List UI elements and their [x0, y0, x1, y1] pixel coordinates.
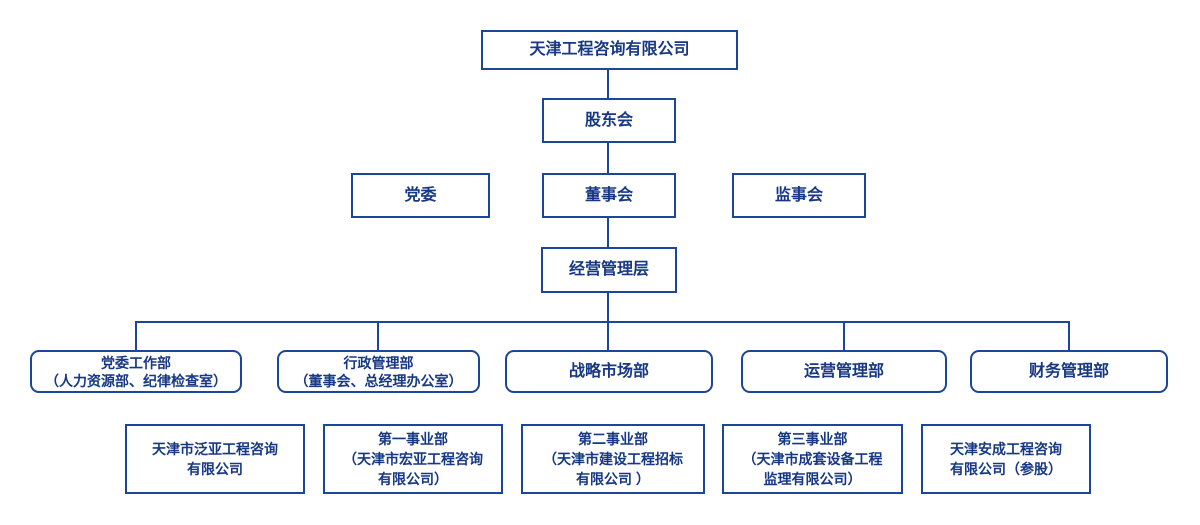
- org-node-supervisory-label: 监事会: [774, 186, 823, 204]
- subsidiary-line: 监理有限公司）: [763, 471, 862, 487]
- org-node-management-level: 经营管理层: [541, 247, 677, 293]
- subsidiary-line: （天津市成套设备工程: [742, 451, 883, 467]
- org-node-operations-dept: 运营管理部: [741, 350, 947, 393]
- connector-shareholders-board: [607, 143, 609, 173]
- org-node-party-committee-label: 党委: [404, 186, 437, 204]
- dept-line: 财务管理部: [1028, 362, 1109, 380]
- dept-line: 党委工作部: [101, 354, 171, 371]
- dept-line: 战略市场部: [568, 362, 649, 380]
- org-node-supervisory-board: 监事会: [732, 173, 866, 218]
- subsidiary-line: 有限公司 ）: [576, 471, 650, 487]
- org-node-board-of-directors: 董事会: [542, 173, 676, 218]
- subsidiary-line: 第一事业部: [378, 431, 448, 447]
- connector-drop-2: [377, 321, 379, 350]
- dept-line: 运营管理部: [803, 362, 884, 380]
- dept-line: （人力资源部、纪律检查室）: [45, 372, 227, 389]
- org-node-admin-dept: 行政管理部 （董事会、总经理办公室）: [277, 350, 480, 393]
- connector-root-shareholders: [607, 70, 609, 98]
- subsidiary-line: 有限公司（参股）: [950, 461, 1062, 477]
- org-node-division-3: 第三事业部 （天津市成套设备工程 监理有限公司）: [722, 424, 903, 494]
- org-node-shareholders-meeting: 股东会: [542, 98, 676, 143]
- org-node-finance-dept: 财务管理部: [970, 350, 1168, 393]
- dept-line: （董事会、总经理办公室）: [294, 372, 463, 389]
- connector-drop-5: [1068, 321, 1070, 350]
- subsidiary-line: 第二事业部: [578, 431, 648, 447]
- org-node-board-label: 董事会: [584, 186, 633, 204]
- subsidiary-line: 天津市泛亚工程咨询: [152, 441, 278, 457]
- connector-board-management: [607, 218, 609, 247]
- org-node-party-committee: 党委: [351, 173, 490, 218]
- org-node-subsidiary-fanya: 天津市泛亚工程咨询 有限公司: [125, 424, 305, 494]
- connector-drop-1: [135, 321, 137, 350]
- subsidiary-line: （天津市宏亚工程咨询: [343, 451, 483, 467]
- org-node-division-1: 第一事业部 （天津市宏亚工程咨询 有限公司）: [323, 424, 503, 494]
- connector-horizontal-bar: [135, 321, 1070, 323]
- subsidiary-line: 有限公司: [187, 461, 243, 477]
- org-node-root: 天津工程咨询有限公司: [481, 30, 738, 70]
- subsidiary-line: 第三事业部: [777, 431, 848, 447]
- org-node-shareholders-label: 股东会: [584, 111, 633, 129]
- subsidiary-line: 天津安成工程咨询: [950, 441, 1062, 457]
- connector-drop-4: [843, 321, 845, 350]
- subsidiary-line: （天津市建设工程招标: [543, 451, 683, 467]
- org-node-strategy-market-dept: 战略市场部: [505, 350, 713, 393]
- connector-management-trunk: [607, 293, 609, 321]
- subsidiary-line: 有限公司）: [378, 471, 448, 487]
- connector-drop-3: [607, 321, 609, 350]
- org-node-subsidiary-ancheng: 天津安成工程咨询 有限公司（参股）: [921, 424, 1091, 494]
- org-node-party-work-dept: 党委工作部 （人力资源部、纪律检查室）: [30, 350, 242, 393]
- org-node-management-label: 经营管理层: [568, 261, 649, 278]
- dept-line: 行政管理部: [343, 354, 414, 371]
- org-node-division-2: 第二事业部 （天津市建设工程招标 有限公司 ）: [521, 424, 705, 494]
- org-node-root-label: 天津工程咨询有限公司: [529, 41, 690, 58]
